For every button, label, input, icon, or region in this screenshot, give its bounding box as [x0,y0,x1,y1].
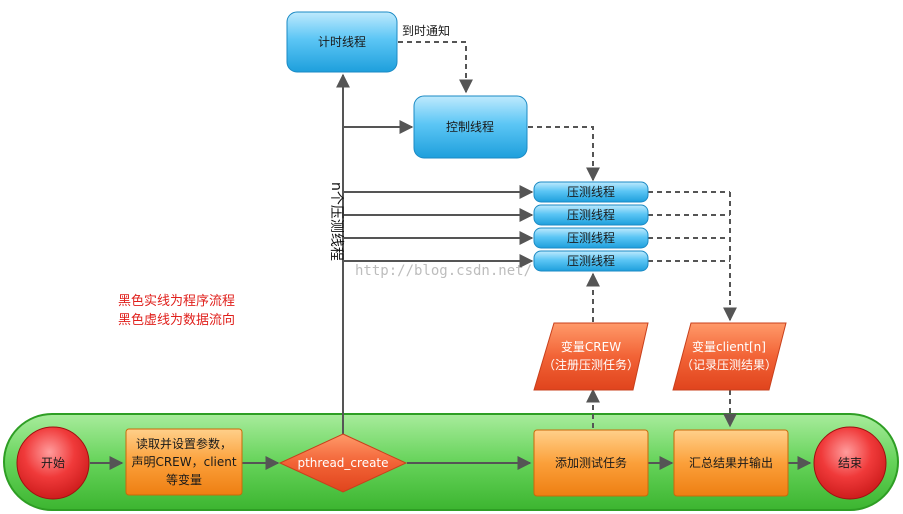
var-client-line2: （记录压测结果） [681,358,777,372]
n-threads-label: n个压测线程 [328,182,344,261]
data-flow-lines [398,41,737,428]
stress-thread-node: 压测线程 [533,250,649,272]
pthread-create-node: pthread_create [278,433,408,493]
timer-thread-node: 计时线程 [286,11,398,73]
read-params-node: 读取并设置参数， 声明CREW，client 等变量 [125,428,243,496]
stress-thread-label: 压测线程 [567,230,615,245]
end-node: 结束 [813,426,887,500]
read-params-line1: 读取并设置参数， [136,436,232,451]
stress-thread-label: 压测线程 [567,253,615,268]
var-client-line1: 变量client[n] [692,339,766,354]
stress-thread-node: 压测线程 [533,204,649,226]
summary-label: 汇总结果并输出 [689,455,773,470]
pthread-create-label: pthread_create [297,456,388,470]
var-client-node: 变量client[n] （记录压测结果） [672,322,787,391]
stress-thread-label: 压测线程 [567,184,615,199]
watermark: http://blog.csdn.net/ [355,263,532,279]
var-crew-line2: （注册压测任务） [543,357,639,372]
var-crew-line1: 变量CREW [561,339,621,354]
notify-label: 到时通知 [402,24,450,38]
stress-thread-node: 压测线程 [533,227,649,249]
control-thread-node: 控制线程 [413,95,528,159]
program-flow-lines [90,73,812,470]
legend-dashed: 黑色虚线为数据流向 [118,312,235,328]
stress-thread-label: 压测线程 [567,207,615,222]
add-task-label: 添加测试任务 [555,455,627,470]
start-node: 开始 [16,426,90,500]
read-params-line3: 等变量 [166,472,202,487]
var-crew-node: 变量CREW （注册压测任务） [533,322,649,391]
end-label: 结束 [838,456,862,470]
read-params-line2: 声明CREW，client [131,455,236,469]
summary-node: 汇总结果并输出 [673,429,789,497]
start-label: 开始 [41,456,65,470]
timer-thread-label: 计时线程 [318,34,366,49]
control-thread-label: 控制线程 [446,119,494,134]
add-task-node: 添加测试任务 [533,429,649,497]
stress-thread-node: 压测线程 [533,181,649,203]
legend-solid: 黑色实线为程序流程 [118,293,235,309]
